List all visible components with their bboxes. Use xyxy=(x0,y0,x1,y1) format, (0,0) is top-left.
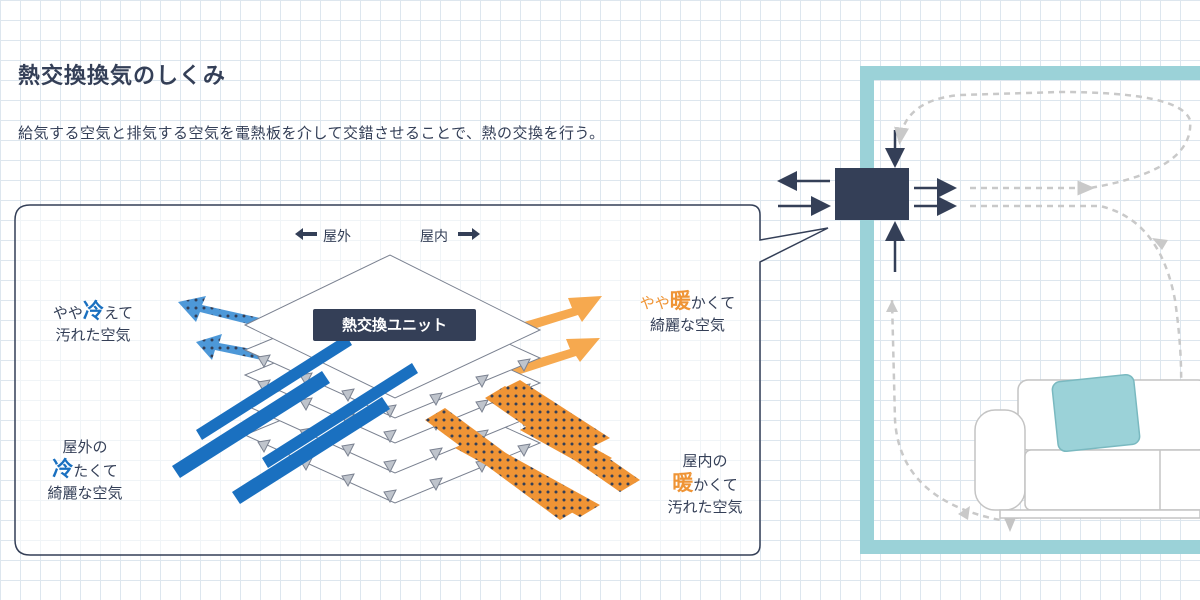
label-suffix: たくて xyxy=(73,462,118,480)
exhaust-arrow-in xyxy=(455,436,600,517)
label-line: 綺麗な空気 xyxy=(649,316,725,334)
label-suffix: えて xyxy=(103,304,134,322)
label-prefix: やや xyxy=(52,304,83,322)
fin-row xyxy=(257,439,531,504)
arrow-left-icon xyxy=(295,228,317,240)
exhaust-arrow-in xyxy=(500,380,610,448)
exhaust-arrow-in xyxy=(520,418,612,470)
supply-arrow-in xyxy=(232,397,390,504)
fin-row xyxy=(257,354,531,419)
label-line: 汚れた空気 xyxy=(667,498,743,516)
label-suffix: かくて xyxy=(693,476,738,494)
unit-label: 熱交換ユニット xyxy=(341,316,447,334)
direction-outside: 屋外 xyxy=(323,229,351,245)
supply-arrow-in xyxy=(172,371,330,478)
label-keyword: 冷 xyxy=(82,299,104,323)
supply-arrow-in xyxy=(196,335,352,440)
label-keyword: 暖 xyxy=(669,289,691,313)
label-line: 汚れた空気 xyxy=(55,326,131,344)
label-suffix: かくて xyxy=(690,294,736,312)
unit-label-box xyxy=(313,309,476,341)
label-prefix: やや xyxy=(639,294,670,312)
label-line: 屋内の xyxy=(682,452,728,470)
direction-inside: 屋内 xyxy=(420,229,448,245)
label-exhaust-out: やや冷えて 汚れた空気 xyxy=(38,300,148,346)
page-title: 熱交換換気のしくみ xyxy=(18,64,226,89)
label-supply-in: 屋外の 冷たくて 綺麗な空気 xyxy=(35,436,135,504)
supply-arrow-in xyxy=(262,363,418,468)
room-wall xyxy=(860,66,1200,554)
label-keyword: 暖 xyxy=(672,471,694,495)
label-line: 屋外の xyxy=(62,438,108,456)
description: 給気する空気と排気する空気を電熱板を介して交錯させることで、熱の交換を行う。 xyxy=(18,124,605,142)
label-keyword: 冷 xyxy=(52,457,74,481)
cushion-icon xyxy=(1051,373,1141,453)
label-supply-out: やや暖かくて 綺麗な空気 xyxy=(625,290,750,336)
label-line: 綺麗な空気 xyxy=(47,484,123,502)
label-exhaust-in: 屋内の 暖かくて 汚れた空気 xyxy=(655,450,755,518)
ventilation-unit-icon xyxy=(835,168,909,220)
arrow-right-icon xyxy=(458,228,480,240)
